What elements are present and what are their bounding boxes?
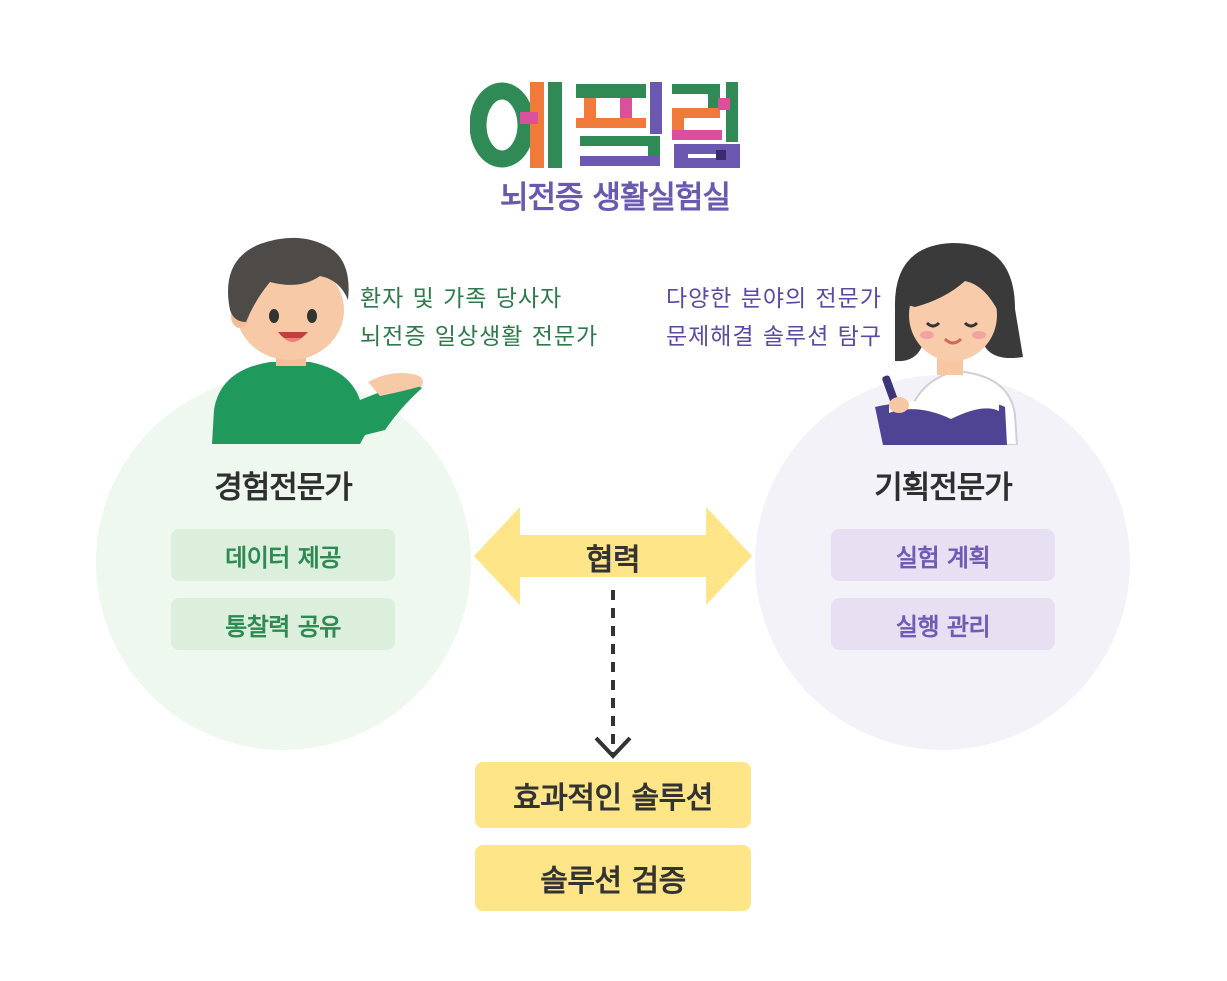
dashed-down-arrow [594, 590, 632, 759]
experience-quote-line-2: 뇌전증 일상생활 전문가 [360, 324, 599, 350]
planning-expert-quote: 다양한 분야의 전문가 문제해결 솔루션 탐구 [620, 280, 882, 356]
planning-quote-line-2: 문제해결 솔루션 탐구 [665, 324, 882, 350]
epillab-logo [470, 82, 740, 168]
chip-insight-sharing: 통찰력 공유 [171, 598, 395, 650]
chip-execution-management: 실행 관리 [831, 598, 1055, 650]
experience-expert-quote: 환자 및 가족 당사자 뇌전증 일상생활 전문가 [360, 280, 598, 356]
planning-expert-illustration [875, 243, 1023, 445]
collaboration-double-arrow [474, 507, 752, 605]
logo-subtitle: 뇌전증 생활실험실 [500, 180, 731, 216]
experience-expert-heading: 경험전문가 [214, 470, 353, 506]
chip-data-provision: 데이터 제공 [171, 529, 395, 581]
planning-quote-line-1: 다양한 분야의 전문가 [665, 286, 882, 312]
experience-quote-line-1: 환자 및 가족 당사자 [360, 286, 563, 312]
result-solution-validation: 솔루션 검증 [475, 845, 751, 911]
chip-experiment-planning: 실험 계획 [831, 529, 1055, 581]
collaboration-label: 협력 [585, 543, 641, 578]
experience-expert-illustration [212, 237, 423, 444]
result-effective-solution: 효과적인 솔루션 [475, 762, 751, 828]
planning-expert-heading: 기획전문가 [874, 470, 1013, 506]
